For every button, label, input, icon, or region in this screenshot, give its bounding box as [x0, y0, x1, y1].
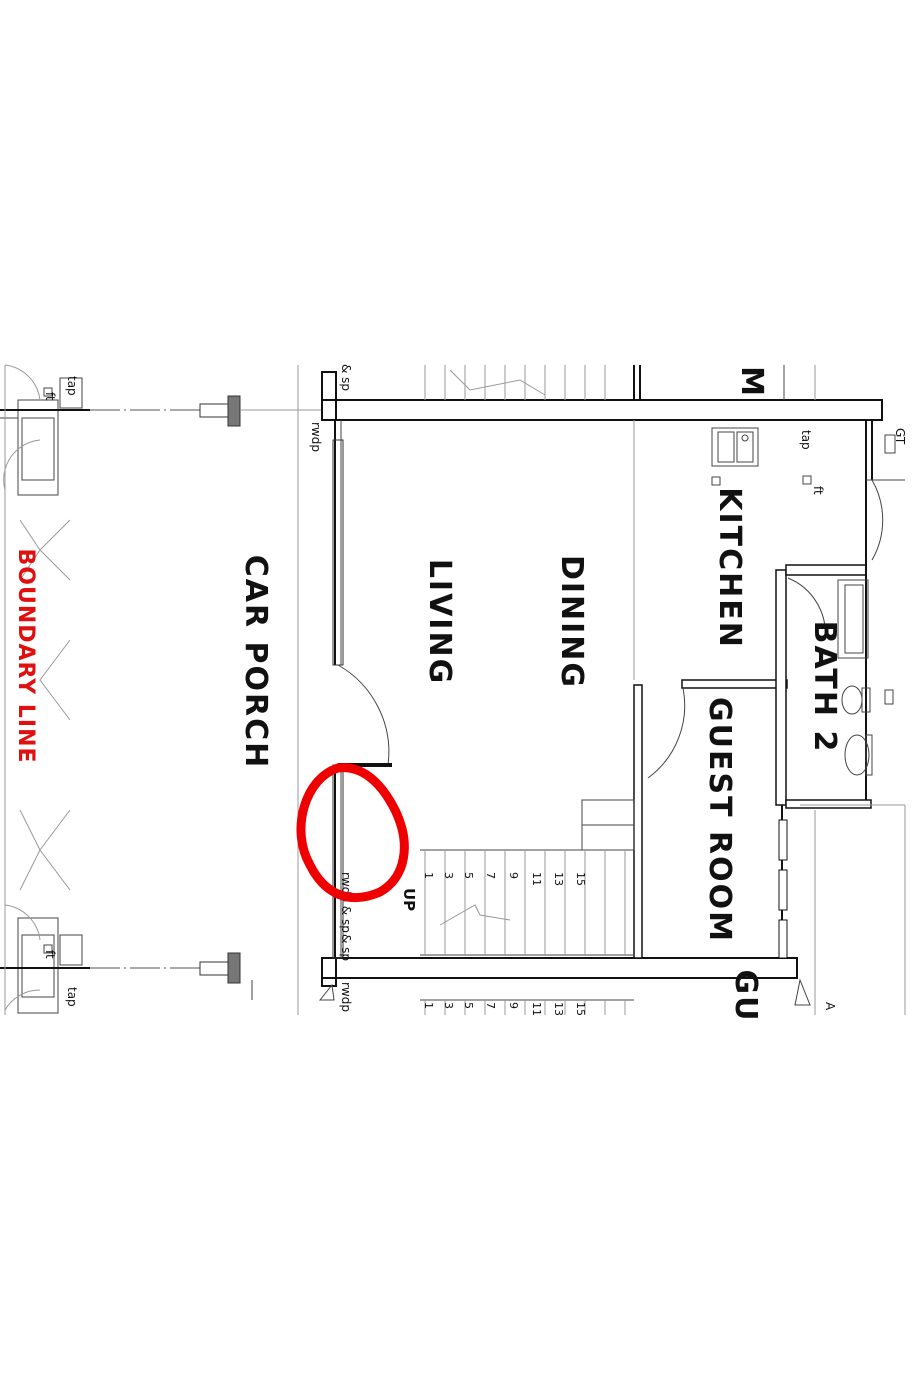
- red-annotation-circle: [296, 763, 409, 903]
- label-sp-top: & sp: [339, 364, 353, 391]
- room-label-cut-gu: GU: [728, 970, 763, 1023]
- label-rwdp-bottom: rwdp: [339, 982, 353, 1012]
- label-gt: GT: [893, 428, 907, 445]
- boundary-structure: [0, 364, 90, 1015]
- stair-number-upper-15: 15: [574, 872, 587, 886]
- basin-icon: [844, 734, 870, 776]
- stair-number-lower-7: 7: [484, 1002, 497, 1009]
- stair-number-lower-9: 9: [507, 1002, 520, 1009]
- building-walls: [321, 365, 906, 1015]
- stair-number-lower-5: 5: [462, 1002, 475, 1009]
- stair-number-upper-3: 3: [442, 872, 455, 879]
- label-rwdp-top: rwdp: [309, 422, 323, 452]
- boundary-line-label: BOUNDARY LINE: [13, 548, 38, 763]
- room-label-car-porch: CAR PORCH: [238, 555, 273, 770]
- room-label-cut-m: M: [734, 366, 769, 398]
- room-label-dining: DINING: [554, 555, 589, 689]
- label-tap-top: tap: [65, 376, 79, 396]
- stair-number-lower-11: 11: [530, 1002, 543, 1016]
- stair-treads: [424, 850, 626, 1015]
- label-rwdp-sp-middle: rwdp & sp: [339, 872, 353, 933]
- fixtures: [43, 387, 896, 1006]
- room-label-bath-2: BATH 2: [807, 621, 842, 754]
- label-ft-left-bottom: ft: [43, 950, 57, 959]
- staircase: [420, 365, 635, 1001]
- stair-number-upper-1: 1: [422, 872, 435, 879]
- stair-number-upper-7: 7: [484, 872, 497, 879]
- stair-number-upper-9: 9: [507, 872, 520, 879]
- stair-number-upper-11: 11: [530, 872, 543, 886]
- label-tap-kitchen: tap: [799, 430, 813, 450]
- label-rwdp-sp-lower: & sp: [339, 934, 353, 961]
- gate-rails: [90, 395, 322, 1000]
- stair-number-lower-1: 1: [422, 1002, 435, 1009]
- stair-number-upper-13: 13: [552, 872, 565, 886]
- room-label-guest-room: GUEST ROOM: [702, 697, 737, 943]
- label-ft-left-top: ft: [43, 392, 57, 401]
- stair-number-lower-3: 3: [442, 1002, 455, 1009]
- toilet-icon: [841, 685, 863, 715]
- kitchen-sink-icon: [711, 427, 759, 467]
- label-tap-bottom: tap: [65, 987, 79, 1007]
- stair-number-lower-15: 15: [574, 1002, 587, 1016]
- vanity-icon: [837, 579, 869, 659]
- room-label-kitchen: KITCHEN: [712, 487, 747, 649]
- label-up: UP: [400, 888, 418, 911]
- label-a: A: [823, 1002, 837, 1011]
- stair-number-lower-13: 13: [552, 1002, 565, 1016]
- label-ft-kitchen: ft: [811, 486, 825, 495]
- stair-number-upper-5: 5: [462, 872, 475, 879]
- room-label-living: LIVING: [422, 559, 457, 685]
